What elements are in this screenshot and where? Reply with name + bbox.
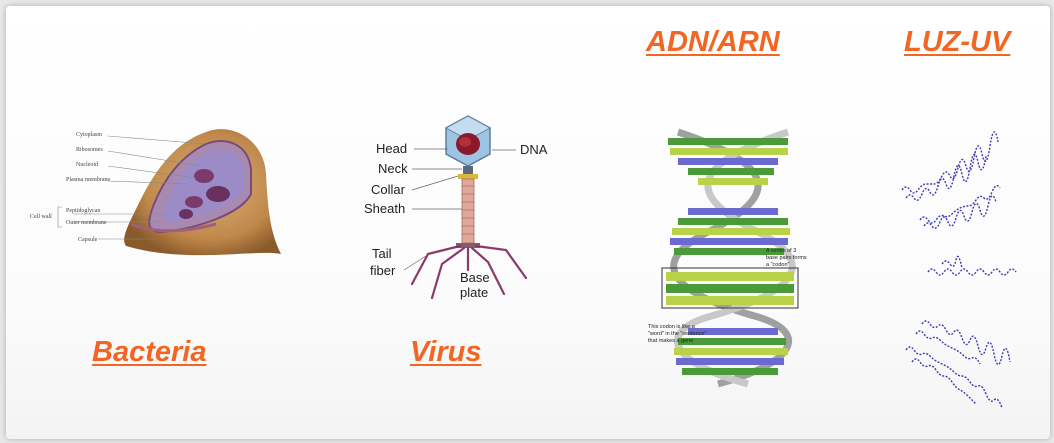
label-bacteria: Bacteria [92, 336, 206, 369]
label-plate: plate [460, 285, 488, 300]
label-outer-membrane: Outer membrane [66, 220, 107, 226]
label-virus: Virus [410, 336, 481, 369]
dna-note-word-1: This codon is like a [648, 324, 696, 330]
label-neck: Neck [378, 161, 408, 176]
dna-note-word-3: that makes a gene [648, 338, 693, 344]
bacteria-illustration: Cytoplasm Ribosomes Nucleoid Plasma memb… [26, 114, 296, 274]
virus-illustration: Head Neck Collar Sheath DNA Tail fiber B… [356, 112, 576, 312]
label-base: Base [460, 270, 490, 285]
slide: Cytoplasm Ribosomes Nucleoid Plasma memb… [6, 6, 1050, 439]
label-cell-wall: Cell wall [30, 214, 52, 220]
label-capsule: Capsule [78, 237, 98, 243]
label-peptidoglycan: Peptidoglycan [66, 208, 100, 214]
label-fiber: fiber [370, 263, 396, 278]
label-dna: DNA [520, 142, 548, 157]
label-sheath: Sheath [364, 201, 405, 216]
label-collar: Collar [371, 182, 406, 197]
label-nucleoid: Nucleoid [76, 162, 98, 168]
dna-helix-illustration: A series of 3 base pairs forms a "codon"… [648, 122, 818, 392]
label-tail: Tail [372, 246, 392, 261]
dna-note-codon-2: base pairs forms [766, 255, 807, 261]
label-head: Head [376, 141, 407, 156]
label-plasma-membrane: Plasma membrane [66, 177, 110, 183]
label-uv-light: LUZ-UV [904, 26, 1010, 59]
label-ribosomes: Ribosomes [76, 147, 103, 153]
dna-note-word-2: "word" in the "sentence" [648, 331, 707, 337]
uv-light-illustration [892, 112, 1042, 412]
label-cytoplasm: Cytoplasm [76, 132, 102, 138]
dna-note-codon-1: A series of 3 [766, 248, 796, 254]
dna-note-codon-3: a "codon" [766, 262, 790, 268]
label-dna-rna: ADN/ARN [646, 26, 780, 59]
